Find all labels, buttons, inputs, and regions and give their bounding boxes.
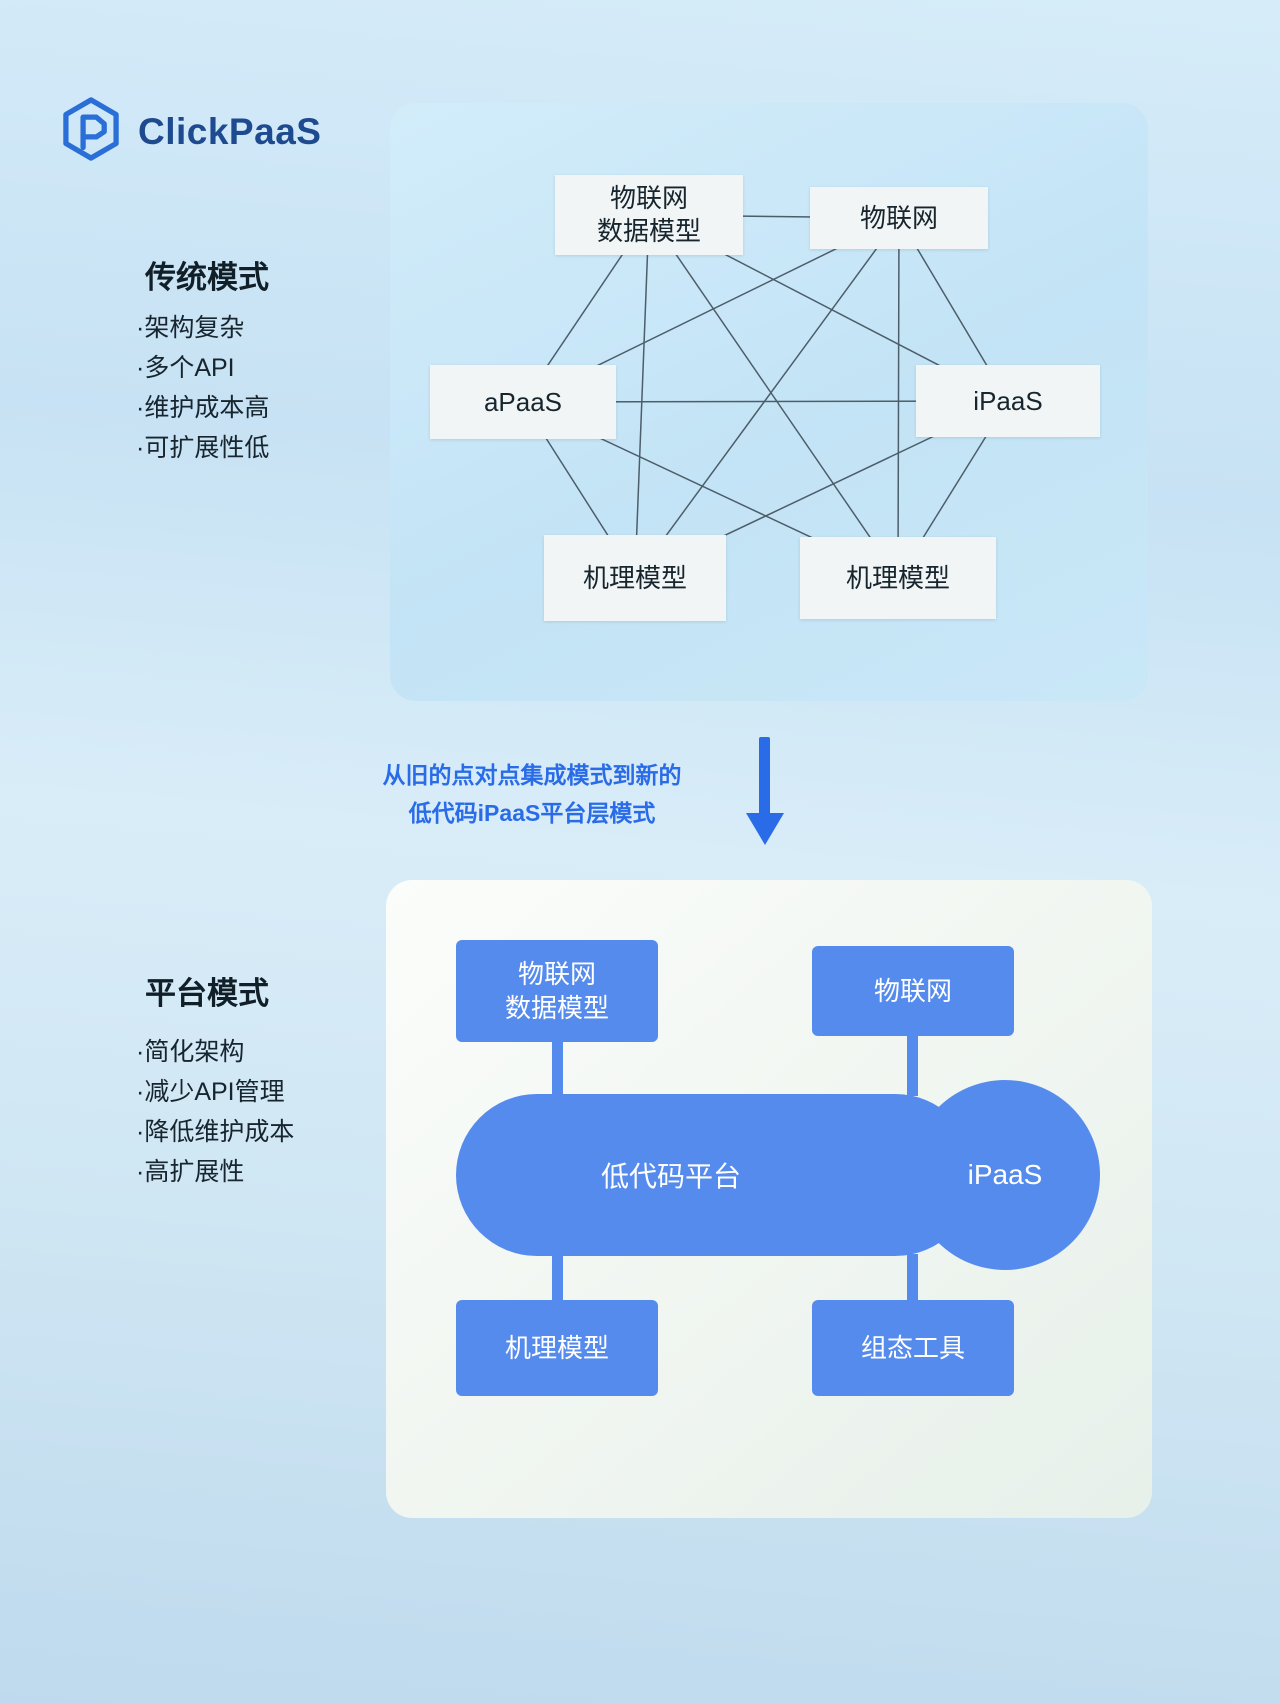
- traditional-bullet: ·可扩展性低: [136, 434, 270, 462]
- traditional-diagram-panel: 物联网 数据模型 物联网 aPaaS iPaaS 机理模型 机理模型: [390, 103, 1148, 701]
- traditional-bullet: ·多个API: [136, 354, 235, 382]
- clickpaas-logo: ClickPaaS: [58, 96, 321, 167]
- node-mech-model-left: 机理模型: [544, 535, 726, 621]
- ipaas-circle: iPaaS: [910, 1080, 1100, 1270]
- logo-text: ClickPaaS: [138, 110, 322, 152]
- platform-bullet-list: ·简化架构 ·减少API管理 ·降低维护成本 ·高扩展性: [136, 1032, 294, 1192]
- transition-caption: 从旧的点对点集成模式到新的 低代码iPaaS平台层模式: [302, 756, 762, 832]
- platform-diagram-panel: 物联网 数据模型 物联网 iPaaS 低代码平台 机理模型 组态工具: [386, 880, 1152, 1518]
- lowcode-platform-label: 低代码平台: [600, 1161, 741, 1192]
- node-mech-model-right: 机理模型: [800, 537, 996, 619]
- traditional-bullet-list: ·架构复杂 ·多个API ·维护成本高 ·可扩展性低: [136, 308, 269, 468]
- platform-bullet: ·减少API管理: [136, 1078, 285, 1106]
- traditional-bullet: ·架构复杂: [136, 314, 245, 342]
- traditional-bullet: ·维护成本高: [136, 394, 270, 422]
- lowcode-platform-bar: [456, 1094, 976, 1256]
- node-apaas: aPaaS: [430, 365, 616, 439]
- down-arrow-head-icon: [746, 813, 784, 845]
- down-arrow-icon: [759, 737, 770, 815]
- platform-bullet: ·简化架构: [136, 1038, 245, 1066]
- pnode-iot: 物联网: [812, 946, 1014, 1036]
- connector-top-left: [552, 1040, 563, 1096]
- node-iot: 物联网: [810, 187, 988, 249]
- pnode-mech-model: 机理模型: [456, 1300, 658, 1396]
- connector-top-right: [907, 1034, 918, 1096]
- platform-bullet: ·高扩展性: [136, 1158, 245, 1186]
- connector-bottom-right: [907, 1254, 918, 1302]
- connector-bottom-left: [552, 1254, 563, 1302]
- traditional-section-title: 传统模式: [145, 260, 269, 295]
- pnode-iot-data-model: 物联网 数据模型: [456, 940, 658, 1042]
- transition-caption-line1: 从旧的点对点集成模式到新的: [382, 762, 682, 788]
- node-iot-data-model: 物联网 数据模型: [555, 175, 743, 255]
- node-ipaas: iPaaS: [916, 365, 1100, 437]
- pnode-config-tool: 组态工具: [812, 1300, 1014, 1396]
- clickpaas-hexagon-icon: [58, 96, 124, 167]
- platform-section-title: 平台模式: [145, 976, 269, 1011]
- platform-bullet: ·降低维护成本: [136, 1118, 295, 1146]
- transition-caption-line2: 低代码iPaaS平台层模式: [408, 800, 656, 826]
